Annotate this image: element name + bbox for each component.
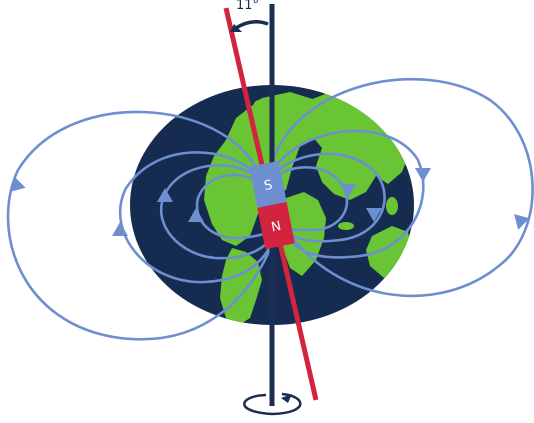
arrow-down-icon (366, 208, 382, 222)
tilt-angle-arc (235, 20, 269, 30)
island (338, 222, 354, 230)
arrow-up-icon (112, 222, 128, 236)
arrow-down-icon (340, 184, 356, 198)
island (386, 197, 398, 215)
field-line-core-right (269, 166, 349, 232)
bar-magnet: S N (249, 160, 295, 250)
field-line-mid-right (270, 129, 425, 259)
rotation-arrow-icon (281, 394, 292, 403)
rotation-direction-indicator (243, 392, 302, 416)
arrow-up-icon (188, 208, 204, 222)
south-pole-label: S (263, 178, 274, 194)
north-pole-label: N (270, 219, 282, 236)
arrow-up-icon (157, 188, 173, 202)
field-direction-arrows (10, 168, 530, 236)
magnet-south-pole (249, 160, 287, 208)
field-line-inner-left (159, 164, 278, 260)
tilt-angle-label: 11° (236, 0, 259, 13)
island (254, 99, 274, 109)
rotation-ellipse (243, 392, 302, 416)
arrow-up-icon (10, 176, 26, 192)
field-line-outer-right (268, 77, 534, 298)
arrow-down-icon (415, 168, 431, 182)
field-line-inner-right (271, 152, 386, 243)
field-line-mid-left (118, 151, 278, 284)
arrow-down-icon (514, 214, 530, 230)
field-line-outer-left (6, 110, 280, 341)
arc-arrowhead-icon (230, 24, 242, 32)
magnet-north-pole (257, 202, 295, 250)
